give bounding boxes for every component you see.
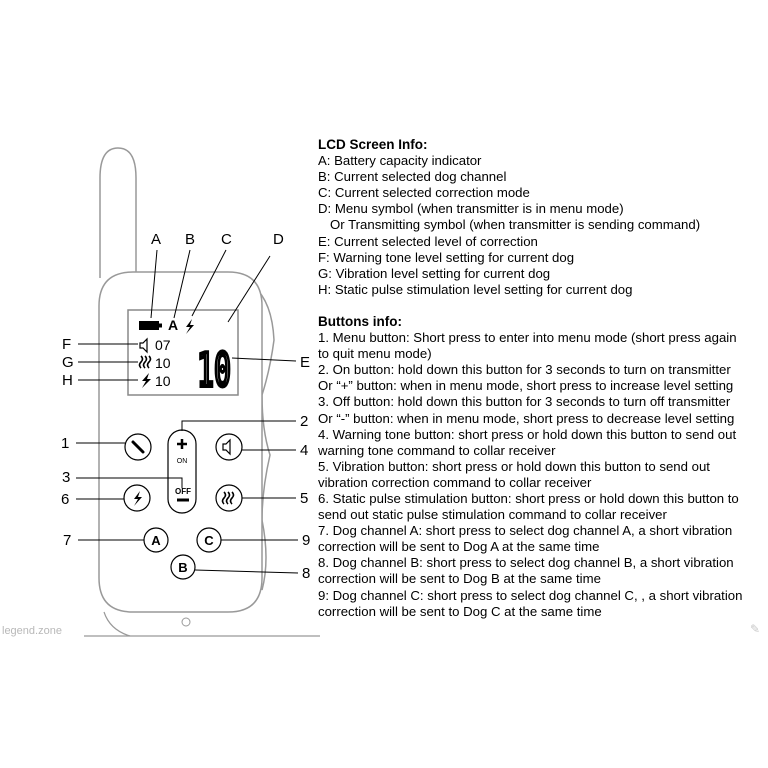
speaker-icon: [222, 438, 231, 456]
label-f: F: [62, 336, 71, 353]
buttons-info-line: 7. Dog channel A: short press to select …: [318, 523, 733, 539]
number-1: 1: [61, 435, 69, 452]
number-5: 5: [300, 490, 308, 507]
lcd-channel: A: [168, 317, 178, 333]
on-plus-button[interactable]: ON: [177, 439, 188, 465]
buttons-info-line: correction will be sent to Dog A at the …: [318, 539, 600, 555]
top-leader-lines: [150, 249, 271, 323]
buttons-info-line: to quit menu mode): [318, 346, 432, 362]
battery-icon: [139, 321, 159, 330]
buttons-info-line: Or “-” button: when in menu mode, short …: [318, 410, 735, 426]
buttons-info-line: 8. Dog channel B: short press to select …: [318, 555, 734, 571]
antenna: [99, 147, 137, 278]
lcd-info-h: H: Static pulse stimulation level settin…: [318, 281, 633, 297]
wrench-icon: [131, 440, 145, 454]
buttons-info-line: Or “+” button: when in menu mode, short …: [318, 378, 734, 394]
lcd-correction-mode-icon: [186, 319, 194, 334]
buttons-info-line: 4. Warning tone button: short press or h…: [318, 426, 737, 442]
button-leader-lines: [76, 420, 299, 574]
lcd-info-a: A: Battery capacity indicator: [318, 153, 482, 169]
left-leader-lines: [78, 343, 138, 381]
label-h: H: [62, 372, 73, 389]
buttons-info-line: 6. Static pulse stimulation button: shor…: [318, 490, 739, 506]
info-panel: LCD Screen Info: A: Battery capacity ind…: [318, 137, 766, 620]
label-a: A: [151, 231, 161, 248]
lcd-info-e: E: Current selected level of correction: [318, 233, 538, 249]
on-label: ON: [177, 458, 188, 465]
lcd-info-b: B: Current selected dog channel: [318, 169, 507, 185]
off-label: OFF: [175, 487, 191, 496]
buttons-info-line: warning tone command to collar receiver: [318, 442, 556, 458]
lcd-tone-level: 07: [155, 337, 171, 353]
channel-c-button[interactable]: C: [196, 527, 222, 553]
buttons-info-line: correction will be sent to Dog C at the …: [318, 603, 602, 619]
buttons-info-line: 1. Menu button: Short press to enter int…: [318, 330, 737, 346]
channel-a-button[interactable]: A: [143, 527, 169, 553]
lcd-info-c: C: Current selected correction mode: [318, 185, 530, 201]
number-3: 3: [62, 469, 70, 486]
label-b: B: [185, 231, 195, 248]
vibration-button[interactable]: [215, 484, 243, 512]
base-curve: [103, 611, 131, 637]
buttons-info-line: correction will be sent to Dog B at the …: [318, 571, 601, 587]
menu-button[interactable]: [124, 433, 152, 461]
number-9: 9: [302, 532, 310, 549]
buttons-info-line: 9: Dog channel C: short press to select …: [318, 587, 743, 603]
channel-b-letter: B: [178, 560, 187, 575]
channel-a-letter: A: [151, 533, 161, 548]
lcd-tone-icon: [139, 337, 148, 354]
vibration-icon: [221, 491, 235, 505]
lcd-info-d: D: Menu symbol (when transmitter is in m…: [318, 201, 624, 217]
buttons-info-line: 2. On button: hold down this button for …: [318, 362, 731, 378]
buttons-info-line: 5. Vibration button: short press or hold…: [318, 458, 710, 474]
warning-tone-button[interactable]: [215, 433, 243, 461]
watermark: legend.zone: [2, 625, 62, 637]
lcd-info-f: F: Warning tone level setting for curren…: [318, 249, 575, 265]
transmitter-diagram: A 07 10 10 10 A B C D F G H E ON OFF: [61, 147, 320, 637]
lightning-icon: [134, 491, 142, 506]
label-c: C: [221, 231, 232, 248]
lcd-info-d-alt: Or Transmitting symbol (when transmitter…: [330, 217, 701, 233]
number-4: 4: [300, 442, 308, 459]
side-grip: [251, 284, 275, 591]
lcd-vibration-icon: [138, 355, 152, 369]
buttons-info-line: vibration correction command to collar r…: [318, 474, 592, 490]
lcd-vibration-level: 10: [155, 355, 171, 371]
lcd-static-level: 10: [155, 373, 171, 389]
number-8: 8: [302, 565, 310, 582]
buttons-info-line: 3. Off button: hold down this button for…: [318, 394, 731, 410]
static-button[interactable]: [123, 484, 151, 512]
buttons-info-line: send out static pulse stimulation comman…: [318, 507, 667, 523]
off-minus-button[interactable]: OFF: [175, 487, 191, 502]
number-6: 6: [61, 491, 69, 508]
label-g: G: [62, 354, 74, 371]
lcd-info-title: LCD Screen Info:: [318, 137, 428, 152]
number-7: 7: [63, 532, 71, 549]
lcd-correction-level: 10: [197, 343, 231, 397]
lcd-info-g: G: Vibration level setting for current d…: [318, 265, 551, 281]
label-e: E: [300, 354, 310, 371]
e-leader-line: [231, 357, 297, 362]
channel-b-button[interactable]: B: [170, 554, 196, 580]
lanyard-hole: [181, 617, 191, 627]
channel-c-letter: C: [204, 533, 214, 548]
battery-tip: [159, 323, 162, 328]
number-2: 2: [300, 413, 308, 430]
label-d: D: [273, 231, 284, 248]
buttons-info-title: Buttons info:: [318, 313, 402, 329]
lcd-static-icon: [142, 373, 151, 388]
watermark-icon: ✎: [750, 622, 761, 636]
